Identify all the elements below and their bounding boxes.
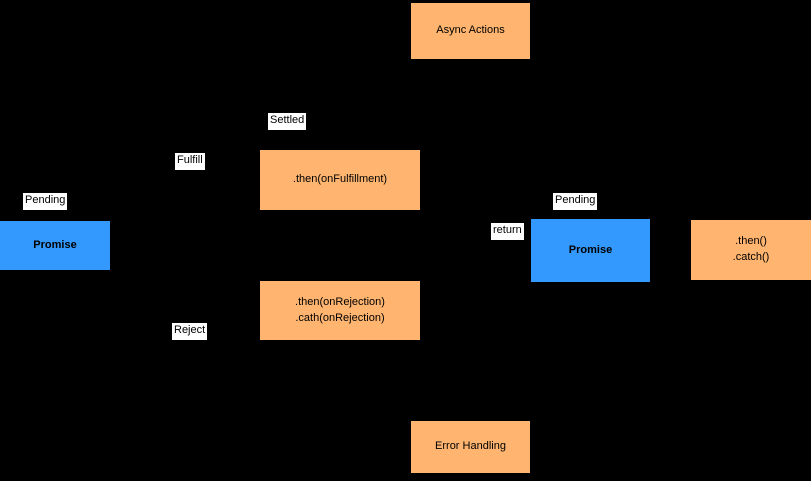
node-then-catch-on-rejection[interactable]: .then(onRejection) .cath(onRejection) — [260, 281, 420, 340]
connector-reject-branch — [190, 310, 260, 311]
node-error-handling[interactable]: Error Handling — [411, 421, 530, 473]
edge-label-pending-right: Pending — [553, 193, 598, 210]
edge-label-pending-left: Pending — [23, 193, 68, 210]
node-catch-chain-label: .catch() — [732, 251, 770, 263]
connector-branch-vertical — [190, 180, 191, 310]
connector-fulfill-to-promise — [420, 180, 531, 181]
connector-promise-to-chain — [650, 250, 691, 251]
node-error-handling-label: Error Handling — [435, 440, 506, 453]
node-then-on-fulfillment[interactable]: .then(onFulfillment) — [260, 150, 420, 210]
edge-label-fulfill: Fulfill — [175, 153, 205, 170]
edge-label-return: return — [491, 223, 524, 240]
edge-label-settled: Settled — [268, 113, 307, 130]
node-async-actions-label: Async Actions — [436, 24, 505, 37]
node-then-chain-label: .then() — [735, 235, 767, 248]
node-then-on-fulfillment-label: .then(onFulfillment) — [292, 173, 388, 186]
node-promise-returned[interactable]: Promise — [531, 219, 650, 282]
edge-label-reject: Reject — [172, 323, 208, 340]
node-promise-initial[interactable]: Promise — [0, 221, 110, 270]
node-promise-returned-label: Promise — [568, 243, 613, 256]
node-promise-initial-label: Promise — [33, 238, 77, 251]
node-then-catch-chain[interactable]: .then() .catch() — [691, 220, 811, 280]
connector-rejection-to-error — [470, 340, 471, 421]
node-cath-on-rejection-label: .cath(onRejection) — [295, 311, 385, 324]
connector-promise-to-branch — [110, 245, 260, 246]
connector-async-to-then — [470, 59, 471, 150]
connector-reject-to-promise — [420, 310, 531, 311]
connector-fulfill-branch — [190, 180, 260, 181]
node-async-actions[interactable]: Async Actions — [411, 3, 530, 59]
node-then-on-rejection-label: .then(onRejection) — [295, 295, 385, 308]
